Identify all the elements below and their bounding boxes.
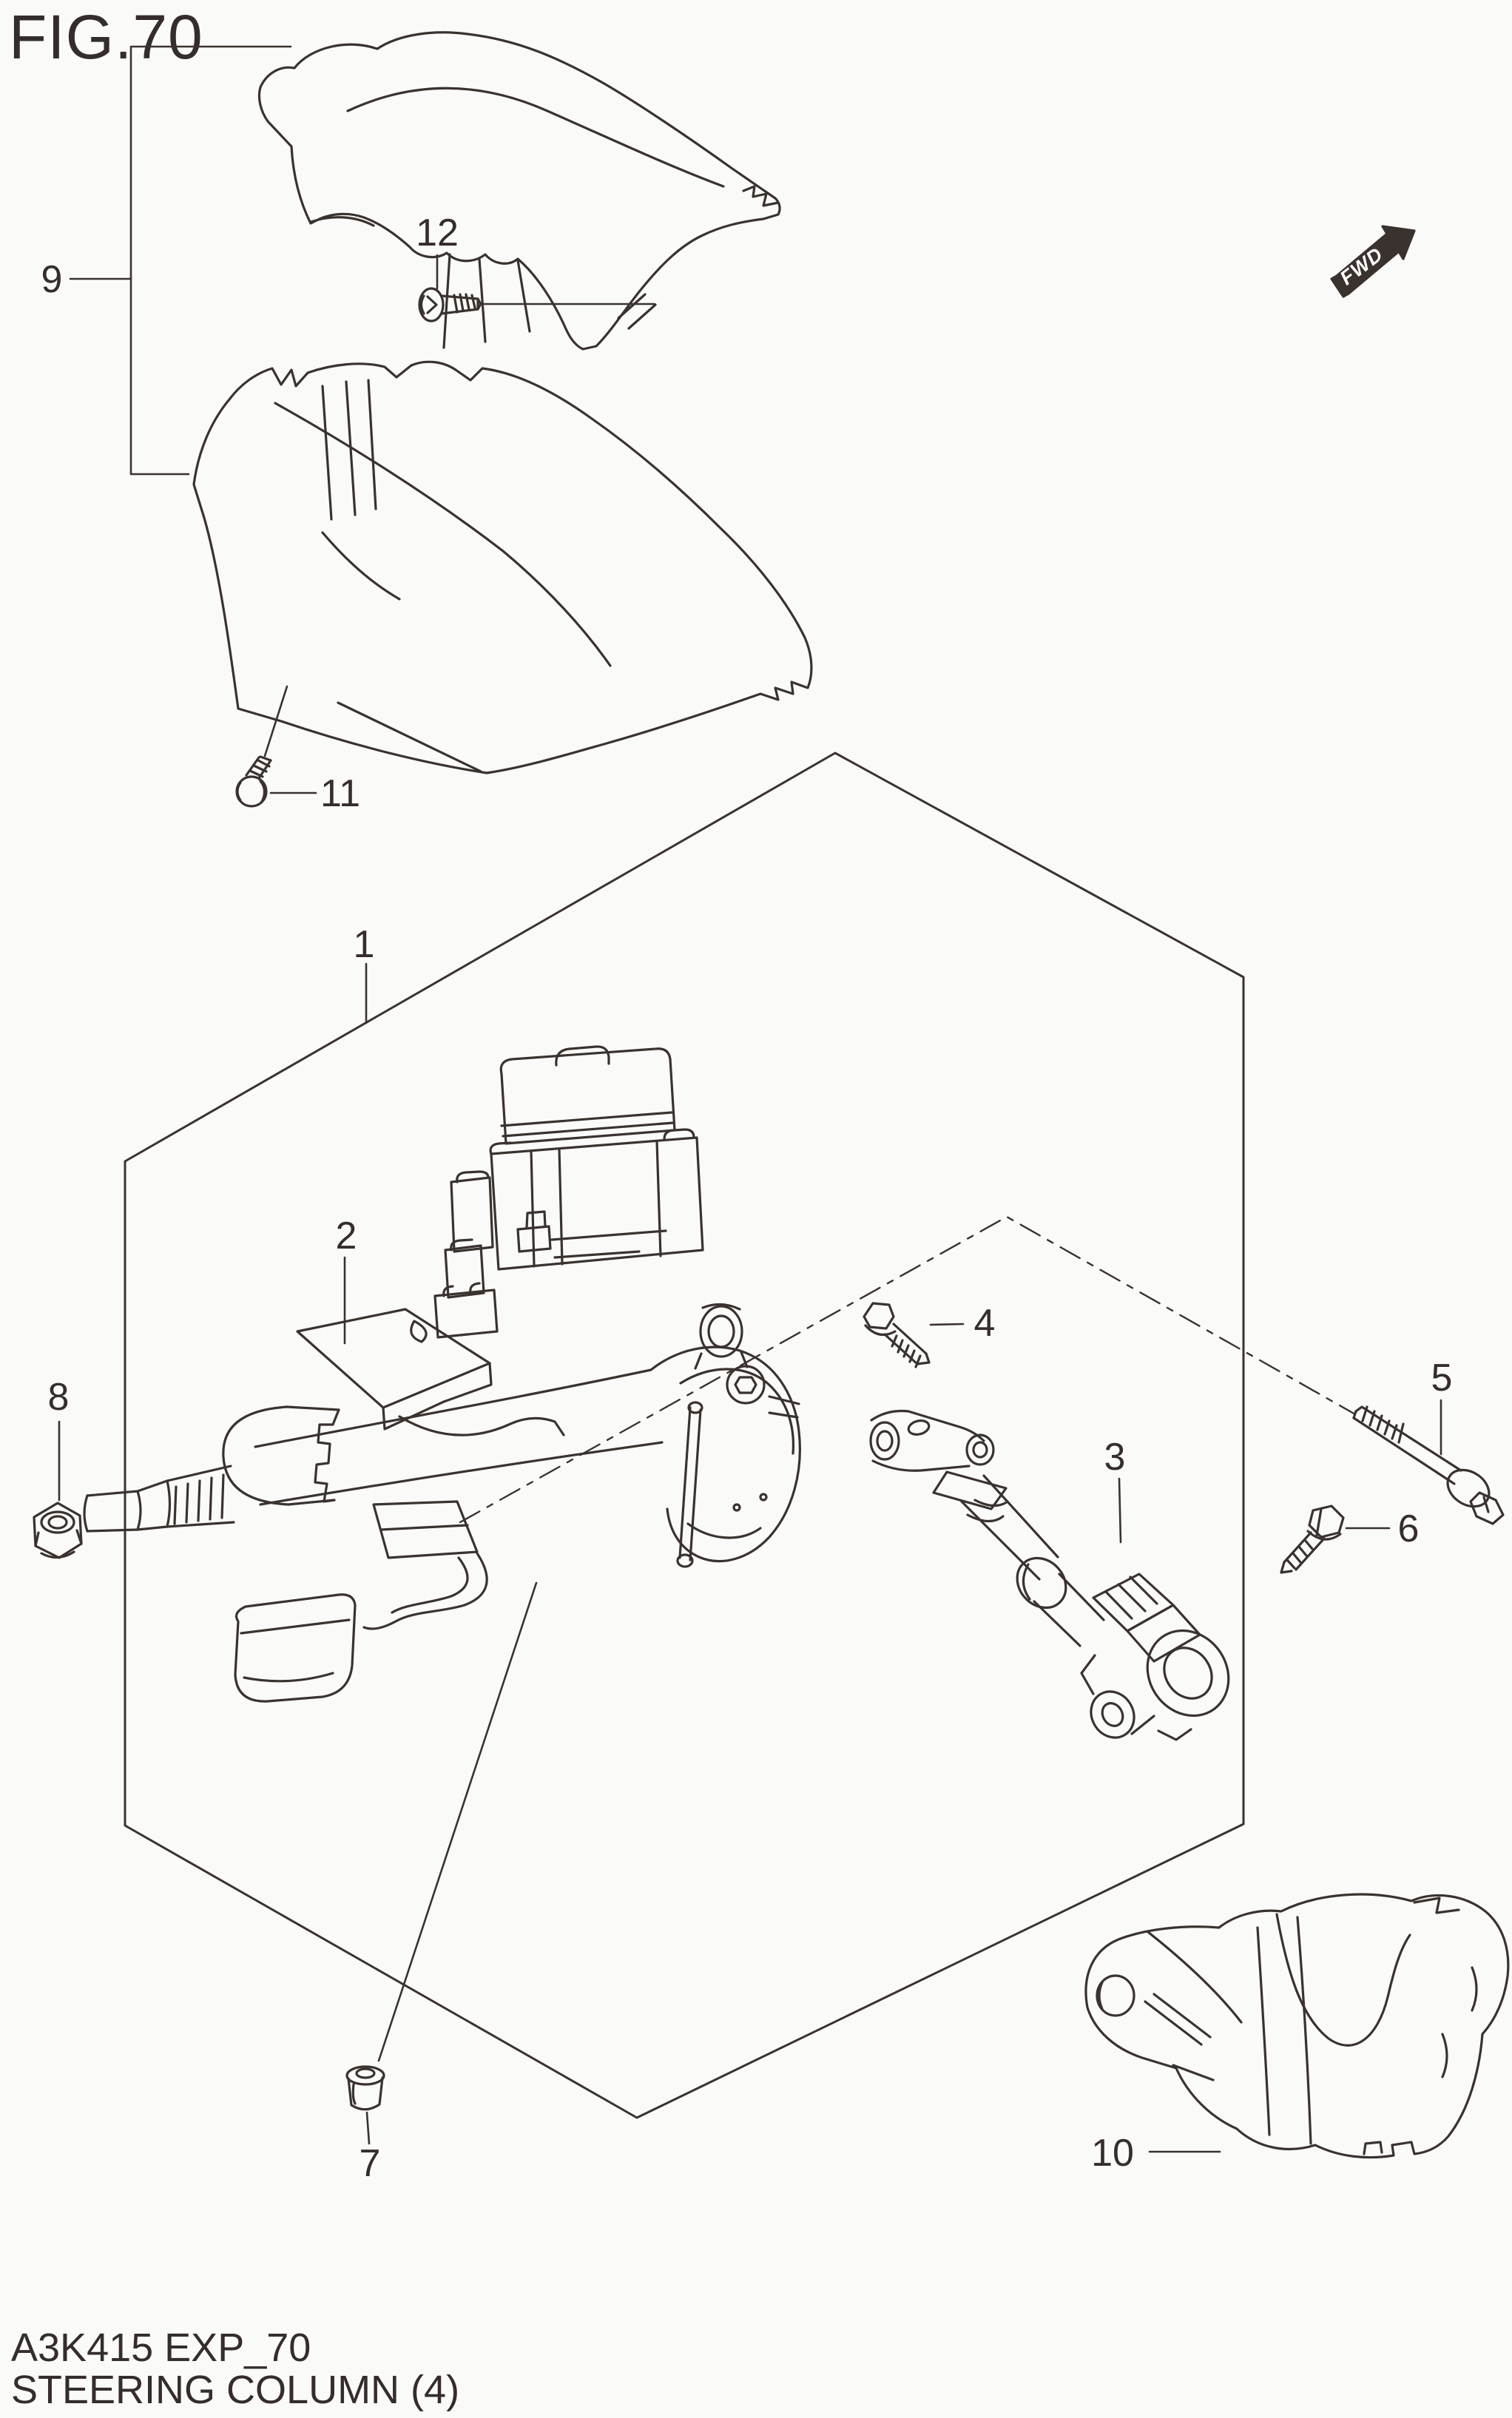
fwd-arrow-icon: FWD <box>1330 225 1416 298</box>
axis-dash-line <box>459 1215 1357 1524</box>
part-label-9: 9 <box>41 258 63 301</box>
footer: A3K415 EXP_70 STEERING COLUMN (4) <box>11 2327 459 2411</box>
part-label-2: 2 <box>335 1215 357 1257</box>
part-label-11: 11 <box>320 772 360 815</box>
screw-11 <box>235 755 272 808</box>
screw-12 <box>418 287 482 322</box>
part-label-4: 4 <box>973 1302 996 1345</box>
part-label-7: 7 <box>359 2142 381 2185</box>
bolt-4 <box>863 1302 931 1368</box>
part-label-8: 8 <box>47 1376 70 1419</box>
part-3-leader <box>1118 1477 1122 1544</box>
part-10-hole-cover <box>1084 1893 1510 2159</box>
part-label-3: 3 <box>1104 1436 1126 1479</box>
footer-figure-caption: STEERING COLUMN (4) <box>11 2367 460 2412</box>
part-label-12: 12 <box>416 212 459 254</box>
part-label-10: 10 <box>1091 2132 1134 2175</box>
part-label-1: 1 <box>353 923 375 966</box>
bolt-4-leader <box>929 1323 965 1326</box>
part-3-intermediate-shaft <box>869 1409 1230 1741</box>
steering-column-assembly <box>83 1045 801 1703</box>
screw-12-leader <box>436 254 656 305</box>
part-label-6: 6 <box>1397 1507 1420 1550</box>
part-label-5: 5 <box>1431 1357 1453 1399</box>
bolt-5 <box>1352 1405 1505 1525</box>
figure-title: FIG.70 <box>9 2 203 72</box>
part-2-bracket <box>296 1308 565 1436</box>
upper-column-cover <box>257 31 781 351</box>
hexagon-outline <box>124 752 1245 2119</box>
nut-8 <box>33 1502 83 1559</box>
bolt-6 <box>1280 1505 1345 1574</box>
footer-figure-code: A3K415 EXP_70 <box>11 2326 311 2370</box>
bushing-7-leader <box>365 1581 538 2145</box>
lower-column-cover <box>192 360 813 774</box>
bracket-9-leader <box>69 45 292 476</box>
screw-11-leader <box>263 685 317 794</box>
bushing-7 <box>345 2065 385 2111</box>
